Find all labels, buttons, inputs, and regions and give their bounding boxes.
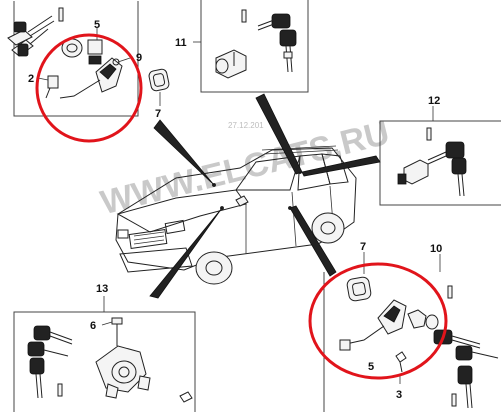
callout-11: 11: [175, 37, 187, 49]
rod-icon: [45, 75, 101, 99]
pointer-tailgate: [301, 155, 381, 177]
lock-cylinder-icon: [95, 345, 151, 399]
callout-10: 10: [430, 243, 442, 255]
clip-icon: [395, 351, 407, 373]
pointer-wedges: [149, 93, 381, 299]
panel-door-lock-assembly: 10 7 3 5: [323, 241, 499, 412]
callout-13: 13: [96, 283, 108, 295]
lock-cylinder-icon: [215, 49, 247, 79]
gasket-top: 7: [148, 68, 170, 120]
callout-5-top: 5: [94, 19, 100, 31]
callout-6: 6: [90, 320, 96, 332]
gasket-icon: [346, 276, 372, 302]
vehicle-suv-icon: [115, 145, 357, 285]
pointer-hood: [149, 207, 223, 299]
bolt-icon: [111, 317, 123, 346]
wheel-rear-icon: [311, 212, 345, 244]
tag-icon: [57, 383, 63, 397]
callout-5-bottom: 5: [368, 361, 374, 373]
key-icon: [427, 141, 467, 197]
key-icon: [7, 15, 55, 57]
panel-tailgate-lock: 12: [379, 95, 501, 206]
panel-hood-lock: 13 6: [13, 283, 196, 412]
callout-7-top: 7: [155, 108, 161, 120]
callout-2: 2: [28, 73, 34, 85]
lock-body-icon: [95, 57, 123, 93]
clip-icon: [179, 391, 193, 403]
key-icon: [257, 13, 297, 73]
lock-mechanism-icon: [339, 299, 439, 351]
gasket-icon: [148, 68, 170, 92]
wheel-front-icon: [195, 251, 233, 285]
pointer-side-door: [289, 205, 337, 277]
highlight-ignition-lock: [35, 33, 143, 143]
callout-7-bottom: 7: [360, 241, 366, 253]
panel-door-lock: 11: [175, 0, 309, 93]
watermark-date: 27.12.201: [228, 121, 264, 130]
leader-line: [101, 321, 113, 326]
key-icon: [27, 325, 73, 399]
tag-icon: [447, 285, 453, 299]
tag-icon: [451, 393, 457, 407]
lock-cylinder-icon: [61, 38, 103, 65]
callout-3: 3: [396, 389, 402, 401]
callout-12: 12: [428, 95, 440, 107]
tag-icon: [58, 7, 64, 22]
panel-frame: [13, 1, 139, 117]
lock-cylinder-icon: [397, 159, 429, 185]
panel-frame: [13, 311, 196, 412]
callout-9: 9: [136, 52, 142, 64]
key-icon: [433, 329, 499, 409]
panel-frame: [379, 120, 501, 206]
tag-icon: [241, 9, 247, 23]
panel-frame: [200, 0, 309, 93]
highlight-door-lock: [308, 262, 448, 380]
panel-ignition-lock: 2 5 9: [7, 1, 142, 117]
pointer-ignition: [153, 119, 215, 186]
tag-icon: [426, 127, 432, 141]
